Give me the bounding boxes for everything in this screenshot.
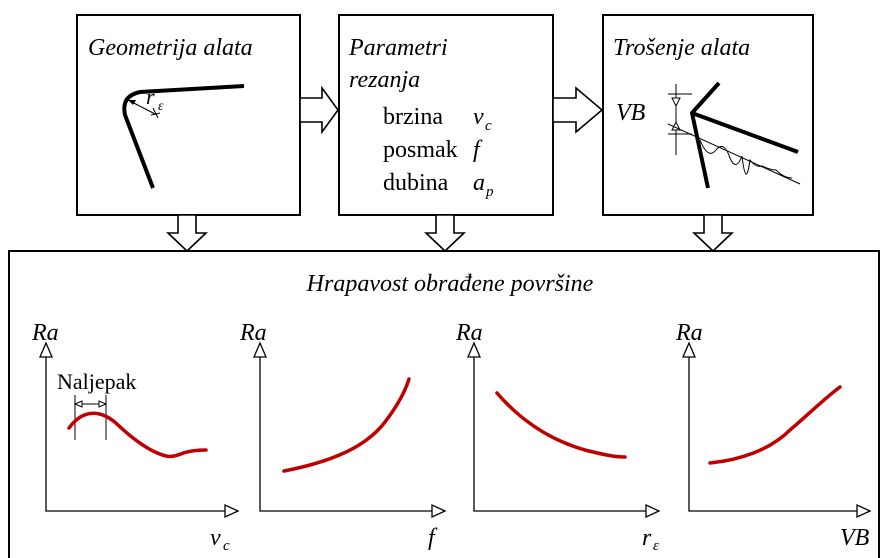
result-box: Hrapavost obrađene površine	[8, 250, 880, 558]
plot-reps-curve	[495, 391, 627, 459]
param-sub-depth: p	[485, 184, 494, 200]
radius-symbol: r	[146, 84, 155, 109]
tool-nose-icon	[122, 84, 245, 189]
plot-f-curve	[282, 377, 411, 473]
arrow-down-geometry	[165, 214, 209, 253]
geometry-title: Geometrija alata	[88, 35, 253, 61]
plot-f-xlabel: f	[428, 525, 438, 551]
plot-vb-ylabel: Ra	[675, 320, 703, 346]
result-title: Hrapavost obrađene površine	[306, 271, 594, 297]
arrow-down-wear	[691, 214, 735, 253]
parameters-title-line1: Parametri	[348, 35, 448, 61]
wear-box: Trošenje alata VB	[602, 14, 814, 216]
wear-label: VB	[616, 100, 646, 126]
arrow-geometry-to-parameters	[299, 85, 339, 135]
surface-profile	[699, 139, 793, 179]
plot-vc-annotation: Naljepak	[57, 369, 136, 394]
plot-f: Ra f	[239, 320, 447, 551]
param-sub-speed: c	[485, 118, 492, 134]
plot-vb: Ra VB	[675, 320, 872, 551]
param-name-depth: dubina	[383, 170, 449, 196]
parameters-box: Parametri rezanja brzina v c posmak f du…	[338, 14, 554, 216]
param-symbol-feed: f	[473, 137, 483, 163]
wear-title: Trošenje alata	[613, 35, 750, 61]
radius-subscript: ε	[158, 99, 164, 114]
plot-vc-xlabel-sub: c	[223, 538, 230, 554]
plot-reps-xlabel: r	[642, 525, 652, 551]
param-name-speed: brzina	[383, 104, 443, 130]
param-name-feed: posmak	[383, 137, 458, 163]
plot-vc-ylabel: Ra	[31, 320, 59, 346]
plot-reps: Ra r ε	[455, 320, 661, 554]
plot-vb-xlabel: VB	[840, 525, 870, 551]
arrow-parameters-to-wear	[552, 86, 604, 134]
plot-f-ylabel: Ra	[239, 320, 267, 346]
param-symbol-speed: v	[473, 104, 484, 130]
geometry-box: Geometrija alata r ε	[76, 14, 301, 216]
plot-vc-xlabel: v	[210, 525, 221, 551]
parameters-title-line2: rezanja	[349, 67, 420, 93]
plot-vc: Ra v c Naljepak	[31, 320, 240, 554]
plot-reps-ylabel: Ra	[455, 320, 483, 346]
plot-vb-curve	[708, 385, 842, 465]
param-symbol-depth: a	[473, 170, 485, 196]
plot-vc-curve	[67, 411, 208, 459]
arrow-down-parameters	[423, 214, 467, 253]
plot-reps-xlabel-sub: ε	[653, 538, 659, 554]
